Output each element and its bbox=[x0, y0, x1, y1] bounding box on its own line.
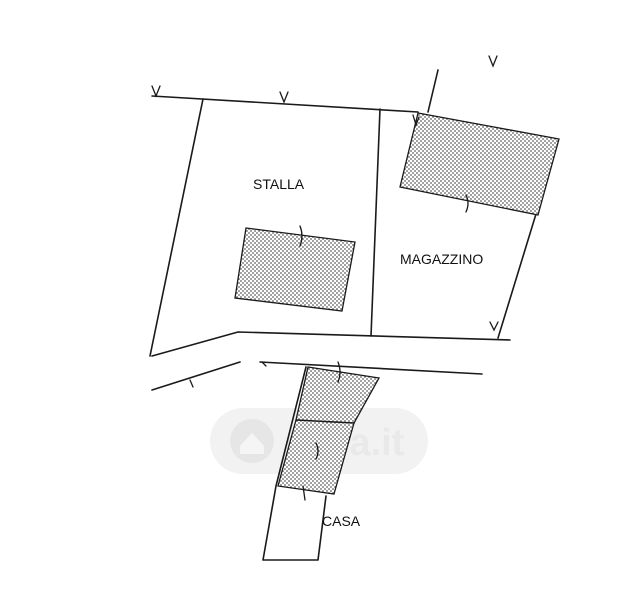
marker-tick bbox=[299, 225, 303, 247]
marker-tick bbox=[189, 379, 194, 388]
top-right-stub-line bbox=[427, 69, 439, 113]
marker-tick bbox=[412, 114, 420, 128]
marker-tick bbox=[337, 361, 341, 383]
boundary-markers bbox=[151, 55, 499, 501]
marker-tick bbox=[465, 194, 469, 213]
road-left-line bbox=[151, 361, 241, 391]
stalla-left-wall bbox=[149, 98, 204, 357]
lower-boundary-line bbox=[151, 331, 511, 357]
marker-tick bbox=[488, 55, 498, 68]
casa-outline bbox=[262, 366, 327, 561]
stalla-magazzino-divider bbox=[370, 108, 381, 337]
top-boundary-line bbox=[151, 95, 419, 113]
casa-label: CASA bbox=[322, 513, 361, 529]
marker-tick bbox=[302, 485, 306, 501]
stalla-label: STALLA bbox=[253, 176, 305, 192]
magazzino-label: MAGAZZINO bbox=[400, 251, 483, 267]
road-right-line bbox=[259, 361, 483, 375]
marker-tick bbox=[315, 442, 319, 460]
casa-inner-divider bbox=[295, 419, 355, 424]
stalla-building bbox=[234, 227, 356, 312]
magazzino-right-wall bbox=[497, 213, 537, 339]
marker-tick bbox=[151, 85, 161, 98]
marker-tick bbox=[489, 321, 499, 332]
magazzino-building bbox=[399, 112, 560, 216]
marker-tick bbox=[261, 361, 267, 367]
marker-tick bbox=[279, 91, 289, 104]
